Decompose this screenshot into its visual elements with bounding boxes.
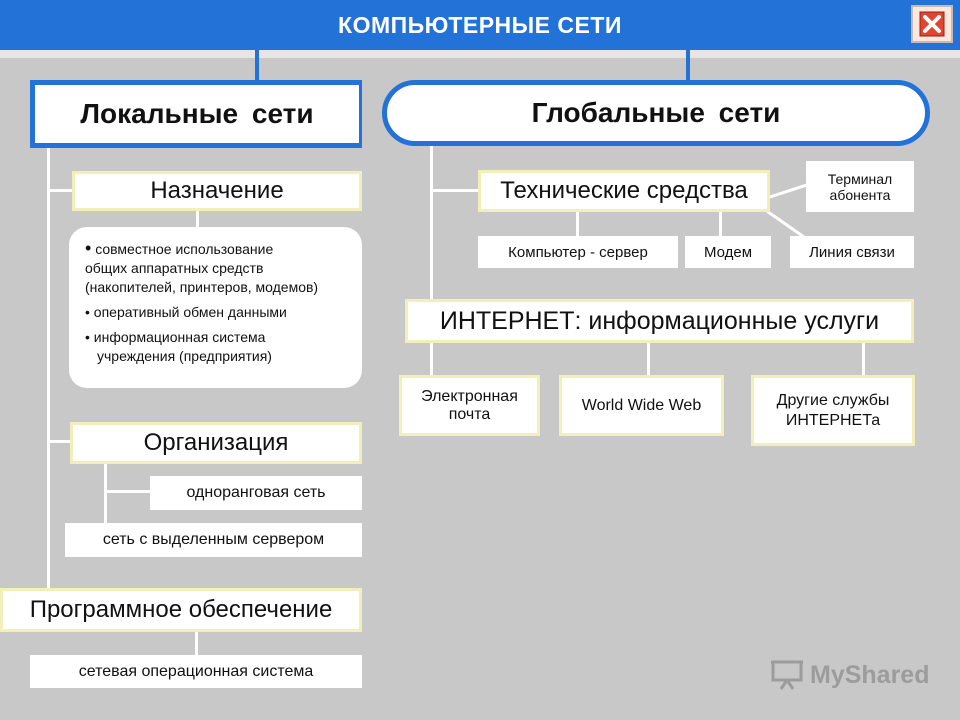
- purpose-title: Назначение: [150, 177, 284, 204]
- peer-network-label: одноранговая сеть: [186, 484, 326, 501]
- watermark: MyShared: [770, 655, 929, 695]
- internet-other-line: [862, 342, 865, 378]
- local-trunk-line: [47, 148, 50, 590]
- header-bar: КОМПЬЮТЕРНЫЕ СЕТИ: [0, 0, 960, 50]
- watermark-text: MyShared: [810, 660, 930, 689]
- hardware-title: Технические средства: [500, 177, 748, 204]
- hw-terminal-line: [768, 183, 807, 199]
- global-networks-box: Глобальные сети: [382, 80, 930, 146]
- page-title: КОМПЬЮТЕРНЫЕ СЕТИ: [338, 12, 622, 38]
- terminal-label-line2: абонента: [829, 186, 891, 203]
- local-branch-purpose: [47, 189, 73, 192]
- bullet: •: [85, 329, 90, 345]
- close-icon: [919, 11, 945, 37]
- local-branch-org: [47, 440, 71, 443]
- email-label-line1: Электронная: [421, 387, 518, 405]
- www-box: World Wide Web: [559, 375, 724, 436]
- purpose-box: Назначение: [72, 171, 362, 211]
- purpose-item: • информационная система учреждения (пре…: [85, 328, 354, 366]
- dedicated-server-box: сеть с выделенным сервером: [65, 523, 362, 557]
- terminal-label-line1: Терминал: [827, 170, 893, 187]
- purpose-item-text: оперативный обмен данными: [89, 304, 287, 320]
- email-label-line2: почта: [448, 405, 491, 423]
- dedicated-server-label: сеть с выделенным сервером: [102, 531, 325, 548]
- other-services-box: Другие службы ИНТЕРНЕТа: [751, 375, 915, 446]
- purpose-item-text: общих аппаратных средств: [85, 260, 264, 276]
- global-trunk-line: [430, 146, 433, 378]
- server-box: Компьютер - сервер: [478, 236, 678, 268]
- org-sub-line: [104, 463, 107, 527]
- purpose-item-text: информационная система: [89, 329, 266, 345]
- purpose-item-text: совместное использование: [91, 241, 274, 257]
- bullet: •: [85, 304, 90, 320]
- hardware-box: Технические средства: [478, 170, 770, 212]
- global-branch-hw: [430, 189, 480, 192]
- presentation-icon: [771, 660, 803, 690]
- modem-label: Модем: [703, 243, 753, 261]
- close-button[interactable]: [911, 5, 953, 43]
- purpose-item-text: (накопителей, принтеров, модемов): [85, 279, 319, 295]
- purpose-item: • совместное использование общих аппарат…: [85, 239, 354, 297]
- organization-title: Организация: [143, 429, 289, 456]
- link-box: Линия связи: [790, 236, 914, 268]
- network-os-box: сетевая операционная система: [30, 655, 362, 688]
- server-label: Компьютер - сервер: [508, 243, 648, 261]
- global-networks-title: Глобальные сети: [531, 97, 781, 128]
- connector-header-global: [686, 50, 690, 80]
- local-networks-box: Локальные сети: [30, 80, 362, 148]
- modem-box: Модем: [685, 236, 771, 268]
- organization-box: Организация: [70, 422, 362, 464]
- link-label: Линия связи: [809, 243, 895, 261]
- www-label: World Wide Web: [581, 396, 702, 414]
- hw-server-line: [576, 210, 579, 238]
- software-title: Программное обеспечение: [29, 596, 333, 623]
- connector-header-local: [255, 50, 259, 80]
- terminal-box: Терминал абонента: [806, 161, 914, 212]
- email-box: Электронная почта: [399, 375, 540, 436]
- local-networks-title: Локальные сети: [80, 98, 314, 129]
- purpose-panel: • совместное использование общих аппарат…: [69, 227, 362, 388]
- purpose-panel-line: [196, 211, 199, 229]
- other-services-line1: Другие службы: [776, 391, 890, 409]
- org-peer-line: [104, 490, 152, 493]
- hw-modem-line: [719, 210, 722, 238]
- header-separator: [0, 50, 960, 58]
- network-os-label: сетевая операционная система: [78, 662, 314, 680]
- software-os-line: [195, 630, 198, 658]
- software-box: Программное обеспечение: [0, 588, 362, 632]
- purpose-item: • оперативный обмен данными: [85, 303, 354, 322]
- internet-box: ИНТЕРНЕТ: информационные услуги: [405, 299, 914, 343]
- purpose-item-text: учреждения (предприятия): [97, 348, 272, 364]
- bullet: •: [85, 238, 92, 258]
- other-services-line2: ИНТЕРНЕТа: [785, 411, 881, 429]
- internet-title: ИНТЕРНЕТ: информационные услуги: [439, 306, 880, 335]
- peer-network-box: одноранговая сеть: [150, 476, 362, 510]
- internet-www-line: [647, 342, 650, 378]
